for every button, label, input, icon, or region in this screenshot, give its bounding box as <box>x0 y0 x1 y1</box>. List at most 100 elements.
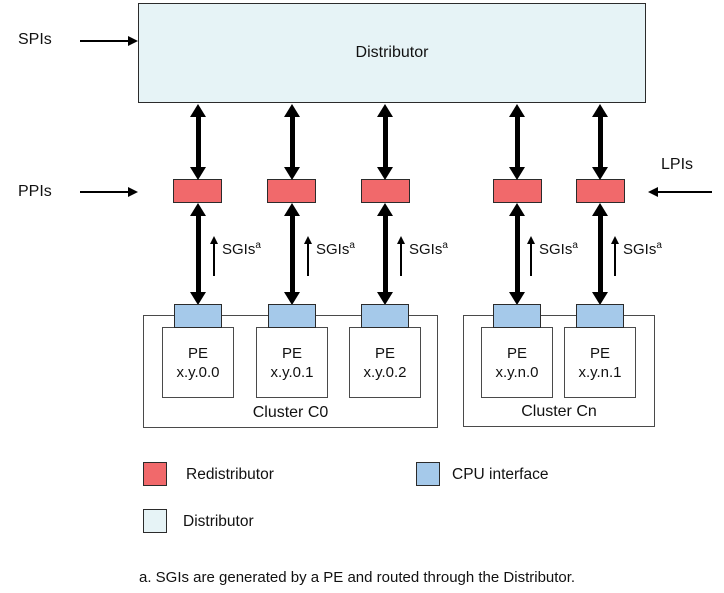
redistributor-box <box>361 179 410 203</box>
sgi-footnote-marker: a <box>656 240 662 251</box>
arrow-shaft <box>382 111 388 173</box>
legend-swatch-redistributor <box>143 462 167 486</box>
arrow-shaft <box>530 241 532 276</box>
bidirectional-arrow-icon <box>377 104 393 180</box>
sgi-label: SGIsa <box>623 240 662 259</box>
pe-box: PE x.y.n.0 <box>481 327 553 398</box>
arrow-shaft <box>213 241 215 276</box>
distributor-label: Distributor <box>355 44 429 61</box>
cpu-interface-box <box>576 304 624 328</box>
sgi-label: SGIsa <box>316 241 355 259</box>
bidirectional-arrow-icon <box>284 203 300 305</box>
bidirectional-arrow-icon <box>509 104 525 180</box>
pe-label: PE <box>506 344 527 362</box>
arrowhead-up <box>284 104 300 117</box>
arrowhead-up <box>377 104 393 117</box>
sgi-footnote-marker: a <box>255 240 261 251</box>
arrow-shaft <box>514 210 520 298</box>
lpis-arrow-icon <box>648 186 712 198</box>
legend-swatch-cpu-interface <box>416 462 440 486</box>
arrowhead-down <box>190 292 206 305</box>
pe-box: PE x.y.0.1 <box>256 327 328 398</box>
arrow-shaft <box>307 241 309 276</box>
pe-box: PE x.y.0.2 <box>349 327 421 398</box>
legend-swatch-distributor <box>143 509 167 533</box>
bidirectional-arrow-icon <box>592 104 608 180</box>
pe-box: PE x.y.n.1 <box>564 327 636 398</box>
distributor-box: Distributor <box>138 3 646 103</box>
sgi-up-arrow-icon <box>526 236 536 276</box>
cpu-interface-box <box>174 304 222 328</box>
pe-label: PE <box>374 344 395 362</box>
arrow-shaft <box>657 191 712 193</box>
sgi-text: SGIs <box>539 241 573 258</box>
sgi-text: SGIs <box>623 241 657 258</box>
arrowhead-left <box>648 187 658 197</box>
arrow-shaft <box>597 210 603 298</box>
legend-label-redistributor: Redistributor <box>186 466 274 483</box>
pe-id: x.y.0.2 <box>363 363 407 381</box>
pe-id: x.y.n.1 <box>578 363 622 381</box>
bidirectional-arrow-icon <box>190 104 206 180</box>
bidirectional-arrow-icon <box>284 104 300 180</box>
arrowhead-down <box>592 167 608 180</box>
pe-label: PE <box>187 344 208 362</box>
arrow-shaft <box>514 111 520 173</box>
arrowhead-down <box>377 167 393 180</box>
sgi-footnote-marker: a <box>442 240 448 251</box>
legend-label-cpu-interface: CPU interface <box>452 466 549 483</box>
spis-arrow-icon <box>80 35 138 47</box>
redistributor-box <box>493 179 542 203</box>
arrowhead-down <box>509 292 525 305</box>
pe-label: PE <box>281 344 302 362</box>
arrowhead-right <box>128 187 138 197</box>
footnote: a. SGIs are generated by a PE and routed… <box>139 569 576 586</box>
sgi-up-arrow-icon <box>396 236 406 276</box>
arrowhead-down <box>190 167 206 180</box>
arrowhead-up <box>509 203 525 216</box>
redistributor-box <box>576 179 625 203</box>
arrowhead-up <box>377 203 393 216</box>
arrowhead-down <box>509 167 525 180</box>
sgi-text: SGIs <box>222 241 256 258</box>
arrowhead-up <box>592 203 608 216</box>
arrow-shaft <box>400 241 402 276</box>
pe-id: x.y.0.0 <box>176 363 220 381</box>
legend-label-distributor: Distributor <box>183 513 254 530</box>
sgi-footnote-marker: a <box>572 240 578 251</box>
arrowhead-up <box>527 236 535 244</box>
bidirectional-arrow-icon <box>509 203 525 305</box>
sgi-label: SGIsa <box>539 240 578 259</box>
arrow-shaft <box>80 191 129 193</box>
arrowhead-down <box>592 292 608 305</box>
lpis-label: LPIs <box>661 156 694 173</box>
arrowhead-up <box>592 104 608 117</box>
arrowhead-right <box>128 36 138 46</box>
arrow-shaft <box>195 111 201 173</box>
sgi-label: SGIsa <box>409 240 448 259</box>
arrow-shaft <box>614 241 616 276</box>
sgi-label: SGIsa <box>222 240 261 259</box>
sgi-text: SGIs <box>316 241 350 258</box>
arrowhead-up <box>210 236 218 244</box>
cpu-interface-box <box>361 304 409 328</box>
arrow-shaft <box>597 111 603 173</box>
pe-id: x.y.n.0 <box>495 363 539 381</box>
pe-id: x.y.0.1 <box>270 363 314 381</box>
sgi-text: SGIs <box>409 241 443 258</box>
pe-label: PE <box>589 344 610 362</box>
arrow-shaft <box>382 210 388 298</box>
spis-label: SPIs <box>18 31 52 48</box>
cpu-interface-box <box>493 304 541 328</box>
cluster-cn-label: Cluster Cn <box>521 403 597 420</box>
pe-box: PE x.y.0.0 <box>162 327 234 398</box>
sgi-up-arrow-icon <box>209 236 219 276</box>
arrowhead-down <box>284 167 300 180</box>
arrowhead-up <box>190 104 206 117</box>
redistributor-box <box>173 179 222 203</box>
arrowhead-up <box>509 104 525 117</box>
cpu-interface-box <box>268 304 316 328</box>
arrow-shaft <box>289 210 295 298</box>
arrowhead-up <box>611 236 619 244</box>
arrowhead-up <box>304 236 312 244</box>
